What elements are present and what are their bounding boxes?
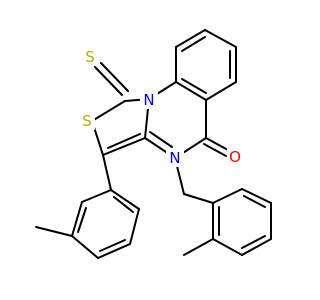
benzo-ring <box>175 29 237 101</box>
svg-text:O: O <box>229 148 241 166</box>
atom-label-n-bridge: N <box>140 91 158 109</box>
atom-label-s-ring: S <box>79 112 95 130</box>
molecule-structure-diagram: S S N N O <box>35 29 272 259</box>
svg-text:N: N <box>169 149 180 167</box>
svg-text:S: S <box>82 112 92 130</box>
atom-label-s-thione: S <box>82 48 98 66</box>
atom-label-n-amide: N <box>166 149 184 167</box>
tolyl-substituent <box>35 154 140 259</box>
benzyl-substituent <box>174 157 272 256</box>
svg-text:N: N <box>143 91 154 109</box>
svg-text:S: S <box>85 48 95 66</box>
atom-label-o-carbonyl: O <box>227 148 243 166</box>
